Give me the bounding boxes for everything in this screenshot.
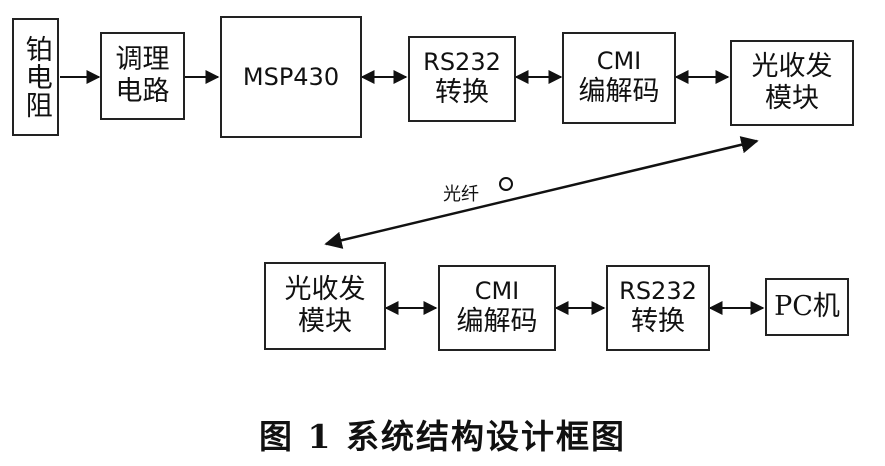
pt-resistor-label: 铂电阻 bbox=[20, 35, 52, 119]
pc-label: PC机 bbox=[774, 290, 840, 322]
msp430-block: MSP430 bbox=[220, 16, 362, 138]
optical-transceiver-bottom-block: 光收发 模块 bbox=[264, 262, 386, 350]
cmi-bottom-block: CMI 编解码 bbox=[438, 265, 556, 351]
fiber-coil-icon bbox=[499, 177, 513, 191]
conditioning-label-line1: 调理 bbox=[115, 43, 170, 75]
optical-bottom-label-line1: 光收发 bbox=[284, 273, 366, 305]
cmi-bottom-label-line1: CMI bbox=[474, 277, 520, 306]
cmi-top-label-line1: CMI bbox=[596, 47, 642, 76]
pc-block: PC机 bbox=[765, 278, 849, 336]
rs232-top-block: RS232 转换 bbox=[408, 36, 516, 122]
fiber-label: 光纤 bbox=[443, 184, 479, 205]
conditioning-label-line2: 电路 bbox=[115, 76, 170, 107]
rs232-bottom-label-line1: RS232 bbox=[619, 277, 697, 306]
cmi-top-block: CMI 编解码 bbox=[562, 32, 676, 124]
optical-bottom-label-line2: 模块 bbox=[298, 306, 352, 337]
optical-top-label-line1: 光收发 bbox=[751, 50, 833, 82]
figure-caption: 图 1 系统结构设计框图 bbox=[259, 417, 626, 456]
pt-resistor-block: 铂电阻 bbox=[12, 18, 59, 136]
cmi-bottom-label-line2: 编解码 bbox=[456, 306, 538, 338]
rs232-bottom-label-line2: 转换 bbox=[631, 306, 685, 338]
conditioning-circuit-block: 调理 电路 bbox=[100, 32, 185, 120]
msp430-label: MSP430 bbox=[242, 62, 340, 91]
cmi-top-label-line2: 编解码 bbox=[578, 76, 660, 108]
rs232-bottom-block: RS232 转换 bbox=[606, 265, 710, 351]
rs232-top-label-line2: 转换 bbox=[435, 77, 489, 109]
arrow-optical-fiber bbox=[324, 136, 759, 249]
rs232-top-label-line1: RS232 bbox=[423, 48, 501, 77]
optical-transceiver-top-block: 光收发 模块 bbox=[730, 40, 854, 126]
optical-top-label-line2: 模块 bbox=[765, 83, 819, 114]
